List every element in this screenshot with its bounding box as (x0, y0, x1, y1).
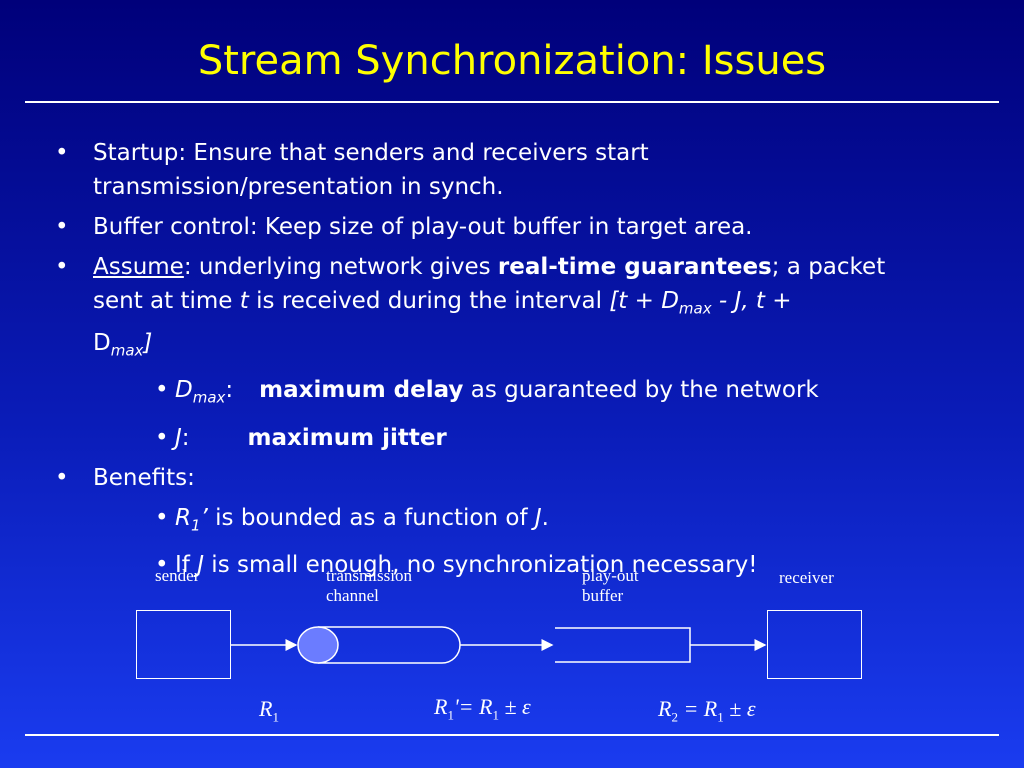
small-a: If (175, 552, 198, 579)
receiver-box (767, 610, 862, 679)
buffer-shape (555, 627, 691, 663)
bottom-divider (25, 734, 999, 736)
maximum-delay: maximum delay (259, 377, 464, 404)
small-rest: is small enough, no synchronization nece… (204, 552, 758, 579)
assume-line2: sent at time t is received during the in… (93, 284, 985, 326)
sub-bullet-small-jitter: • If J is small enough, no synchronizati… (55, 548, 985, 582)
eq2-pm: ± ε (498, 694, 531, 719)
assume-word: Assume (93, 254, 184, 280)
channel-end-ellipse (297, 626, 339, 664)
startup-line2: transmission/presentation in synch. (93, 174, 504, 200)
channel-label: transmission channel (326, 566, 412, 606)
bounded-prime: ’ (200, 504, 208, 531)
assume-text-d: is received during the interval (248, 288, 610, 314)
channel-label-line1: transmission (326, 566, 412, 585)
diagram-graphics (231, 626, 767, 664)
bounded-j: J (534, 504, 542, 531)
eq3-pm: ± ε (723, 696, 756, 721)
eq2-r: R (434, 694, 448, 719)
bullet-dot: • (155, 377, 169, 404)
bullet-dot: • (55, 254, 69, 280)
bounded-rest: is bounded as a function of (207, 504, 535, 531)
slide-title: Stream Synchronization: Issues (197, 38, 827, 84)
eq2-sub: 1 (447, 707, 454, 723)
sub-bullet-bounded: • R1’ is bounded as a function of J. (55, 501, 985, 543)
interval-max-sub: max (678, 299, 712, 318)
maximum-jitter: maximum jitter (247, 424, 447, 451)
bullet-startup: • Startup: Ensure that senders and recei… (55, 136, 985, 204)
dmax-d: D (175, 377, 193, 404)
top-divider (25, 101, 999, 103)
sender-box (136, 610, 231, 679)
bullet-benefits: • Benefits: (55, 461, 985, 495)
channel-label-line2: channel (326, 586, 379, 605)
eq3-mid: = R (677, 696, 718, 721)
bullet-dot: • (155, 552, 169, 579)
benefits-text: Benefits: (93, 464, 195, 491)
interval-mid: - J, t + (711, 288, 792, 314)
sub-bullet-dmax: • Dmax: maximum delay as guaranteed by th… (55, 373, 985, 415)
sender-label: sender (155, 566, 200, 585)
eq1-r: R (259, 696, 273, 721)
assume-text-b: ; a packet (771, 254, 886, 280)
dmax-rest: as guaranteed by the network (463, 377, 819, 404)
bullet-dot: • (55, 140, 69, 166)
equation-r1: R1 (259, 696, 279, 725)
equation-r1-prime: R1'= R1 ± ε (434, 694, 531, 723)
eq3-sub2: 1 (717, 709, 724, 725)
buffer-label: play-out buffer (582, 566, 639, 606)
assume-t: t (239, 288, 249, 314)
bullet-dot: • (155, 504, 169, 531)
eq1-sub: 1 (272, 709, 279, 725)
dmax-sub: max (192, 388, 226, 407)
interval-max-sub2: max (110, 341, 144, 360)
bounded-sub: 1 (190, 516, 201, 535)
buffer-label-line1: play-out (582, 566, 639, 585)
eq3-r: R (658, 696, 672, 721)
receiver-label: receiver (779, 568, 834, 587)
assume-line1: Assume: underlying network gives real-ti… (93, 250, 985, 284)
bullet-dot: • (55, 464, 69, 491)
real-time-guarantees: real-time guarantees (497, 254, 772, 280)
dmax-colon: : (225, 377, 234, 404)
bullet-dot: • (55, 214, 69, 240)
eq2-mid: '= R (453, 694, 493, 719)
jitter-colon: : (181, 424, 190, 451)
interval-open: [t + D (609, 288, 679, 314)
jitter-j: J (175, 424, 182, 451)
bounded-r: R (175, 504, 191, 531)
interval-d: D (93, 329, 111, 356)
eq3-sub: 2 (671, 709, 678, 725)
assume-text-a: : underlying network gives (183, 254, 498, 280)
eq2-sub2: 1 (492, 707, 499, 723)
assume-line3: Dmax] (93, 326, 985, 368)
equation-r2: R2 = R1 ± ε (658, 696, 756, 725)
channel-pipe (318, 626, 461, 664)
sub-bullet-jitter: • J: maximum jitter (55, 421, 985, 455)
assume-text-c: sent at time (93, 288, 240, 314)
bullet-assume: • Assume: underlying network gives real-… (55, 250, 985, 367)
bullet-buffer-control: • Buffer control: Keep size of play-out … (55, 210, 985, 244)
small-j: J (197, 552, 204, 579)
startup-line1: Startup: Ensure that senders and receive… (93, 140, 649, 166)
bullet-list: • Startup: Ensure that senders and recei… (55, 136, 985, 588)
buffer-label-line2: buffer (582, 586, 624, 605)
buffer-control-text: Buffer control: Keep size of play-out bu… (93, 214, 753, 240)
bounded-end: . (541, 504, 549, 531)
bullet-dot: • (155, 424, 169, 451)
interval-close: ] (143, 329, 153, 356)
